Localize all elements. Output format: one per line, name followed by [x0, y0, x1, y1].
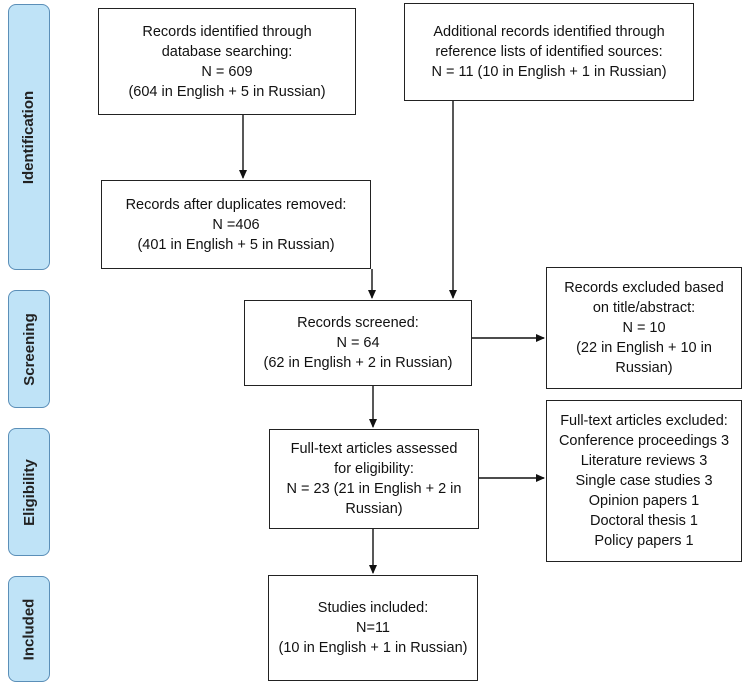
- box-line: Records excluded based: [564, 280, 724, 296]
- box-additional-records: Additional records identified through re…: [404, 3, 694, 101]
- box-line: Full-text articles excluded:: [560, 413, 728, 429]
- box-line: N = 64: [336, 335, 380, 351]
- stage-eligibility: Eligibility: [8, 428, 50, 556]
- box-line: N = 23 (21 in English + 2 in: [286, 481, 462, 497]
- box-line: on title/abstract:: [592, 300, 696, 316]
- box-duplicates-removed: Records after duplicates removed: N =406…: [101, 180, 371, 269]
- box-database-search: Records identified through database sear…: [98, 8, 356, 115]
- box-line: database searching:: [161, 43, 293, 60]
- stage-screening: Screening: [8, 290, 50, 408]
- box-line: Doctoral thesis 1: [590, 513, 698, 529]
- box-line: Additional records identified through: [433, 24, 665, 40]
- stage-included: Included: [8, 576, 50, 682]
- box-line: Studies included:: [317, 600, 429, 616]
- box-line: N = 10: [622, 320, 666, 336]
- box-line: N =406: [212, 216, 260, 233]
- box-line: Records after duplicates removed:: [125, 196, 347, 213]
- box-fulltext-excluded: Full-text articles excluded: Conference …: [546, 400, 742, 562]
- box-line: Policy papers 1: [594, 533, 694, 549]
- box-records-screened: Records screened: N = 64 (62 in English …: [244, 300, 472, 386]
- box-line: Conference proceedings 3: [558, 433, 730, 449]
- box-line: Records identified through: [142, 23, 312, 40]
- box-records-excluded-title: Records excluded based on title/abstract…: [546, 267, 742, 389]
- box-line: Records screened:: [297, 315, 419, 331]
- box-line: (604 in English + 5 in Russian): [128, 83, 326, 100]
- box-line: reference lists of identified sources:: [435, 44, 663, 60]
- box-line: (62 in English + 2 in Russian): [263, 355, 453, 371]
- box-line: Opinion papers 1: [588, 493, 700, 509]
- box-line: Literature reviews 3: [580, 453, 708, 469]
- box-fulltext-assessed: Full-text articles assessed for eligibil…: [269, 429, 479, 529]
- box-line: Russian): [345, 501, 403, 517]
- box-line: N = 609: [201, 63, 253, 80]
- box-line: Full-text articles assessed: [290, 441, 458, 457]
- box-line: for eligibility:: [334, 461, 414, 477]
- box-studies-included: Studies included: N=11 (10 in English + …: [268, 575, 478, 681]
- box-line: Single case studies 3: [575, 473, 713, 489]
- box-line: Russian): [615, 360, 673, 376]
- box-line: N=11: [356, 620, 390, 636]
- box-line: (401 in English + 5 in Russian): [137, 236, 335, 253]
- box-line: (22 in English + 10 in: [576, 340, 712, 356]
- stage-identification: Identification: [8, 4, 50, 270]
- box-line: (10 in English + 1 in Russian): [278, 640, 468, 656]
- box-line: N = 11 (10 in English + 1 in Russian): [431, 64, 667, 80]
